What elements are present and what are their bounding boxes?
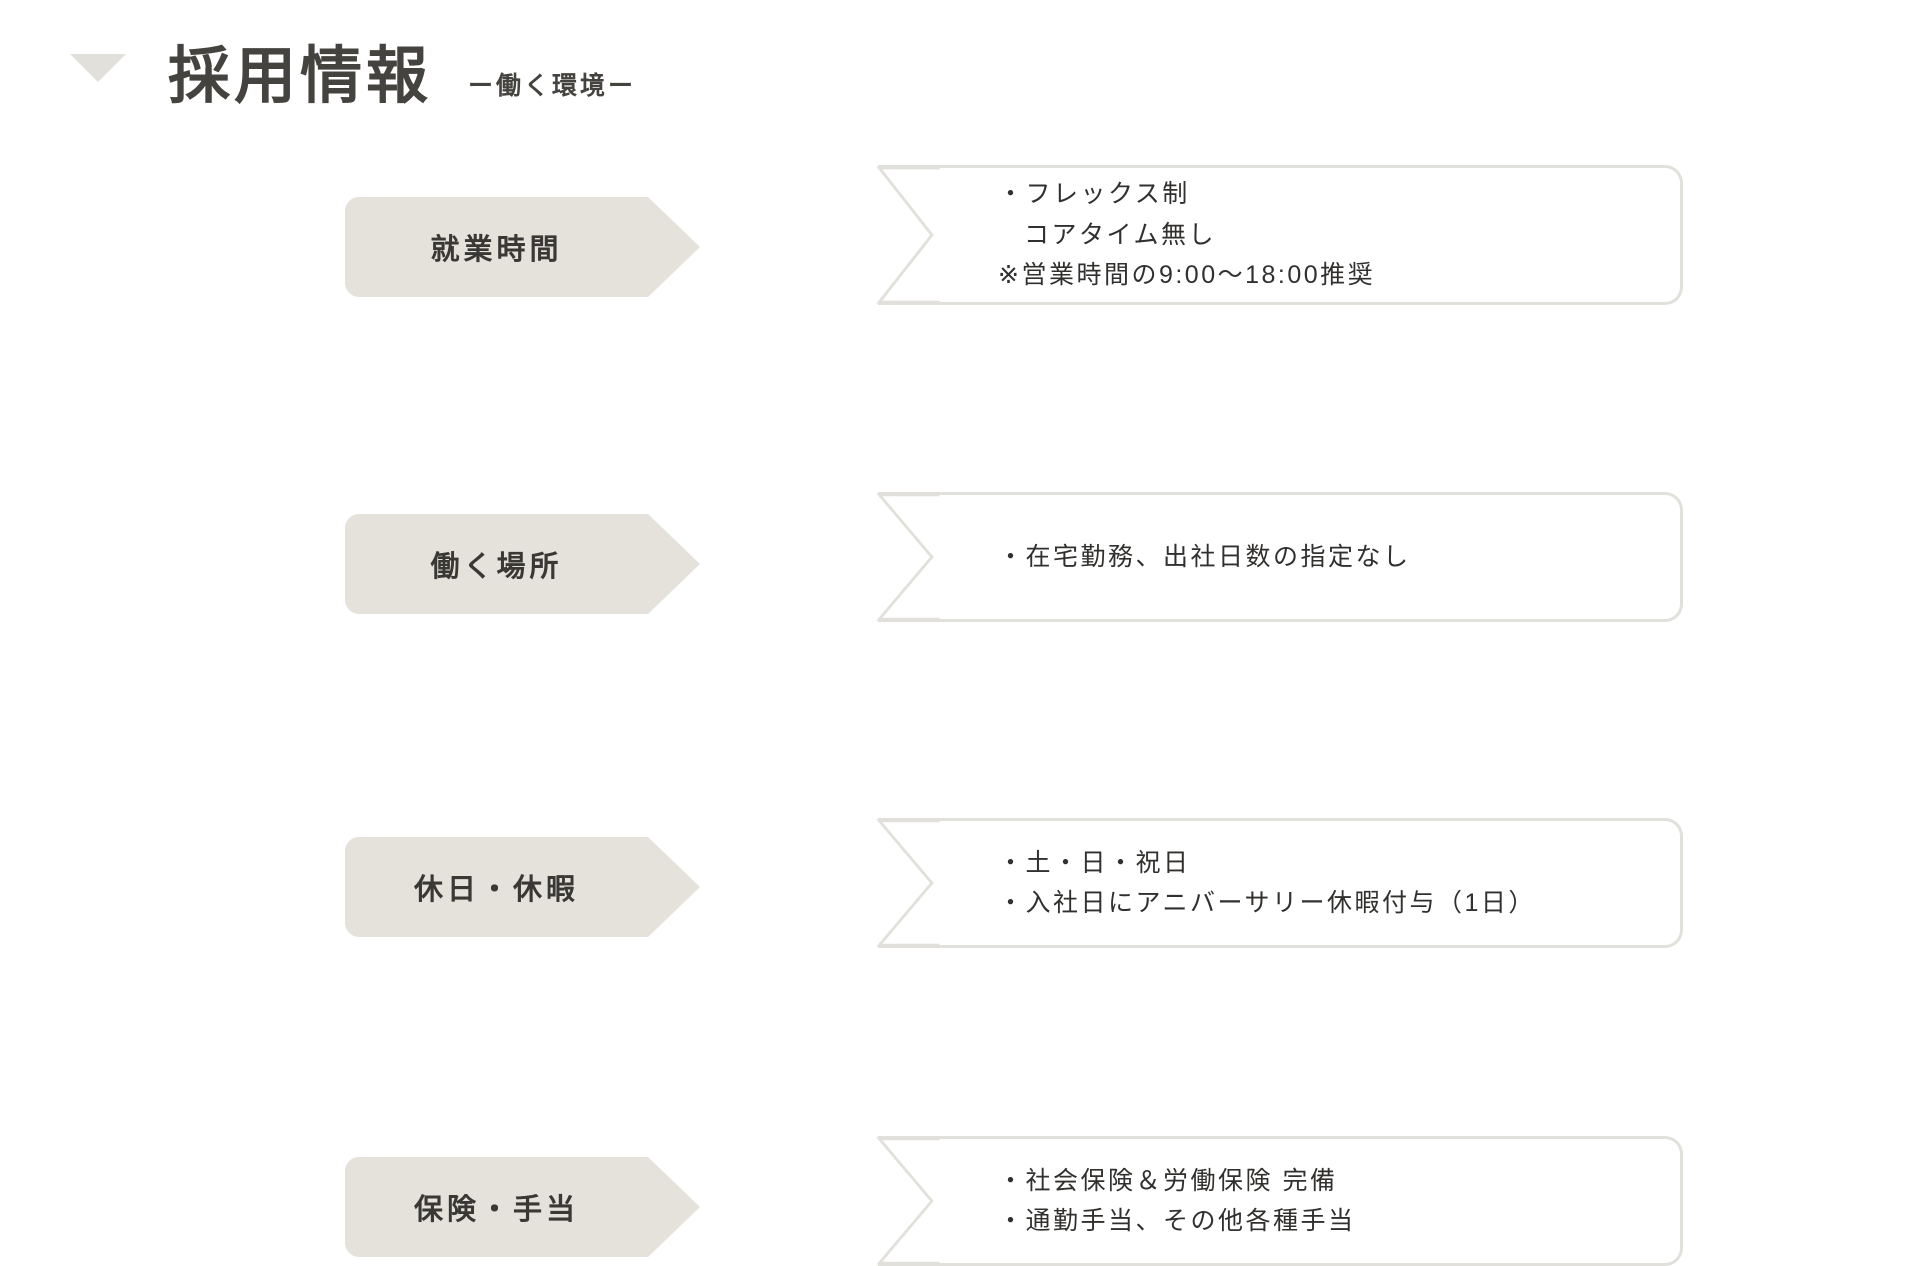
page-title: 採用情報	[168, 42, 433, 111]
row-label-tag: 就業時間	[345, 197, 700, 297]
row-label-tag: 保険・手当	[345, 1157, 700, 1257]
row-label-tag: 働く場所	[345, 514, 700, 614]
content-line: ・社会保険＆労働保険 完備	[998, 1166, 1338, 1195]
row-label-text: 休日・休暇	[413, 874, 579, 906]
row-content-lines: ・在宅勤務、出社日数の指定なし	[878, 537, 1680, 578]
row-content-lines: ・フレックス制コアタイム無し ※営業時間の9:00〜18:00推奨	[878, 174, 1680, 296]
content-line: ※営業時間の9:00〜18:00推奨	[998, 261, 1376, 290]
content-line: コアタイム無し	[1024, 220, 1217, 249]
row-content-box: ・フレックス制コアタイム無し ※営業時間の9:00〜18:00推奨	[876, 165, 1683, 305]
content-line: ・フレックス制	[998, 180, 1190, 209]
page-header: 採用情報 ー働く環境ー	[0, 46, 636, 108]
content-line: ・通勤手当、その他各種手当	[998, 1207, 1356, 1235]
row-label-tag: 休日・休暇	[345, 837, 700, 937]
row-content-lines: ・土・日・祝日・入社日にアニバーサリー休暇付与（1日）	[878, 843, 1680, 924]
content-line: ・土・日・祝日	[998, 848, 1191, 877]
row-label-text: 就業時間	[430, 234, 563, 266]
row-label-text: 保険・手当	[413, 1194, 579, 1226]
page-subtitle: ー働く環境ー	[468, 72, 637, 100]
row-content-box: ・社会保険＆労働保険 完備・通勤手当、その他各種手当	[876, 1136, 1683, 1266]
row-content-box: ・在宅勤務、出社日数の指定なし	[876, 492, 1683, 622]
row-content-lines: ・社会保険＆労働保険 完備・通勤手当、その他各種手当	[878, 1161, 1680, 1242]
row-content-box: ・土・日・祝日・入社日にアニバーサリー休暇付与（1日）	[876, 818, 1683, 948]
content-line: ・在宅勤務、出社日数の指定なし	[998, 542, 1411, 571]
row-label-text: 働く場所	[430, 551, 563, 583]
content-line: ・入社日にアニバーサリー休暇付与（1日）	[998, 889, 1536, 917]
triangle-down-icon	[70, 54, 126, 82]
